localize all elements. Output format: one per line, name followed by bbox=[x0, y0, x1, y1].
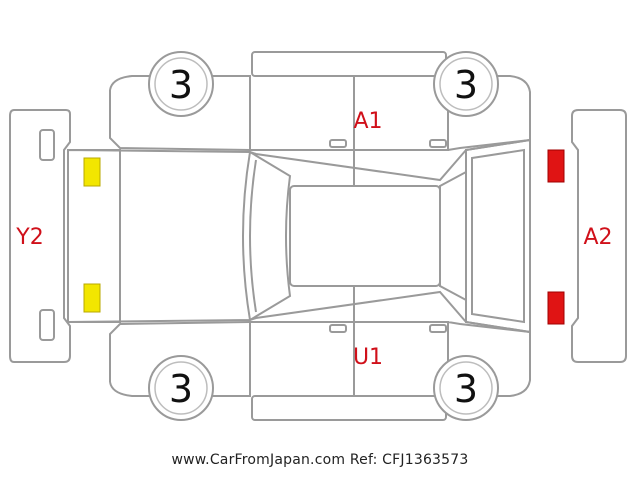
car-body-top-view bbox=[67, 138, 531, 334]
rear-deck bbox=[67, 149, 121, 323]
bottom-door-handle-rear bbox=[429, 324, 447, 333]
left-bumper-light-bottom bbox=[39, 309, 55, 341]
damage-code-left-bumper: Y2 bbox=[15, 225, 43, 250]
rear-window bbox=[242, 150, 292, 322]
top-door-handle-front bbox=[329, 139, 347, 148]
tire-grade-front-left: 3 bbox=[169, 63, 193, 107]
damage-code-bottom-door: U1 bbox=[353, 345, 383, 370]
red-marker-bottom bbox=[547, 291, 565, 325]
watermark-footer: www.CarFromJapan.com Ref: CFJ1363573 bbox=[171, 452, 469, 468]
tire-front-bottom: 3 bbox=[433, 355, 499, 421]
right-bumper-panel bbox=[571, 109, 627, 363]
damage-code-top-door: A1 bbox=[353, 109, 382, 134]
tire-grade-front-right: 3 bbox=[454, 63, 478, 107]
windshield bbox=[439, 170, 467, 302]
damage-code-right-bumper: A2 bbox=[583, 225, 612, 250]
top-door-handle-rear bbox=[429, 139, 447, 148]
bottom-door-handle-front bbox=[329, 324, 347, 333]
left-bumper-light-top bbox=[39, 129, 55, 161]
tire-front-top: 3 bbox=[433, 51, 499, 117]
yellow-marker-bottom bbox=[83, 283, 101, 313]
left-bumper-panel bbox=[9, 109, 71, 363]
tire-grade-rear-right: 3 bbox=[454, 367, 478, 411]
yellow-marker-top bbox=[83, 157, 101, 187]
red-marker-top bbox=[547, 149, 565, 183]
tire-rear-bottom: 3 bbox=[148, 355, 214, 421]
tire-grade-rear-left: 3 bbox=[169, 367, 193, 411]
hood bbox=[465, 138, 531, 334]
hood-inner bbox=[471, 148, 525, 324]
tire-rear-top: 3 bbox=[148, 51, 214, 117]
rear-window-inner bbox=[249, 159, 257, 313]
roof bbox=[289, 185, 441, 287]
